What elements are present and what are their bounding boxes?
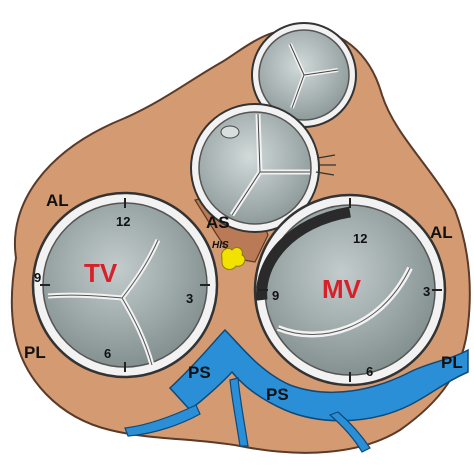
mv-clock-9: 9 xyxy=(272,288,279,303)
mitral-annulus-dark-segment xyxy=(256,206,351,301)
label-as: AS xyxy=(206,213,230,232)
vein-branch-lower xyxy=(229,377,249,447)
label-his: HIS xyxy=(212,240,229,251)
aortic-valve xyxy=(190,103,336,233)
label-al-right: AL xyxy=(430,223,453,242)
tv-clock-3: 3 xyxy=(186,291,193,306)
tv-clock-12: 12 xyxy=(116,214,130,229)
coronary-sinus-vein xyxy=(168,328,469,422)
label-al-left: AL xyxy=(46,191,69,210)
mv-clock-3: 3 xyxy=(423,284,430,299)
tv-clock-9: 9 xyxy=(34,270,41,285)
mv-clock-6: 6 xyxy=(366,364,373,379)
label-ps-left: PS xyxy=(188,363,211,382)
pulmonary-valve xyxy=(251,22,357,128)
label-ps-right: PS xyxy=(266,385,289,404)
tv-clock-6: 6 xyxy=(104,346,111,361)
mv-clock-12: 12 xyxy=(353,231,367,246)
label-tv: TV xyxy=(84,258,118,288)
tricuspid-valve xyxy=(31,191,219,379)
vein-branch-right xyxy=(328,411,371,453)
label-pl-right: PL xyxy=(441,353,463,372)
label-mv: MV xyxy=(322,274,362,304)
vein-branch-left xyxy=(124,404,201,437)
label-pl-left: PL xyxy=(24,343,46,362)
mitral-valve xyxy=(253,193,447,387)
his-bundle-marker xyxy=(221,247,246,270)
